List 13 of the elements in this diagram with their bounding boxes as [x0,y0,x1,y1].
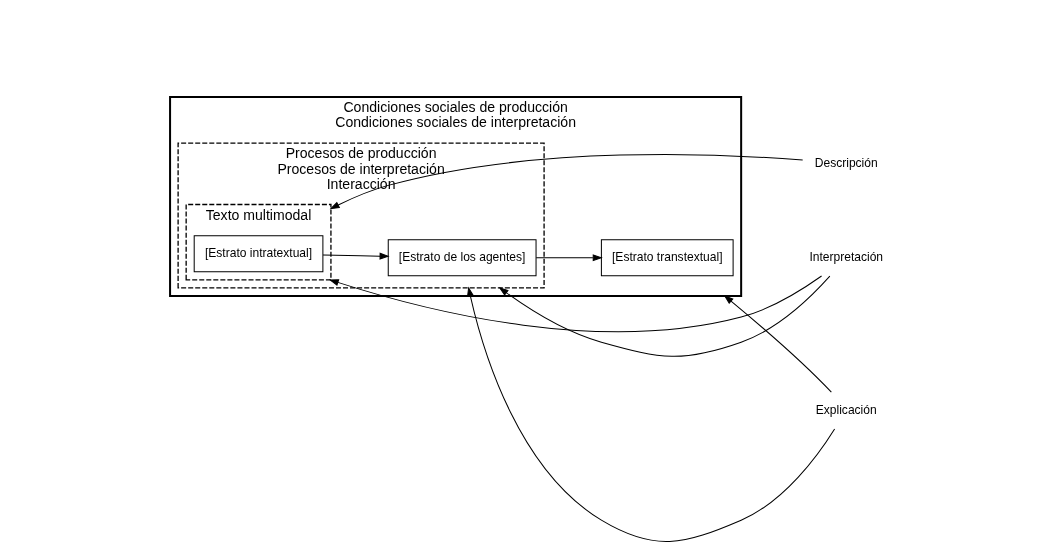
arrow [723,295,832,393]
arrow [498,275,831,357]
node-text: Descripción [814,156,878,171]
arrow [328,275,823,333]
arrow [329,153,804,210]
arrow [535,254,603,262]
node-text: Explicación [815,402,877,417]
node-box: [Estrato de los agentes] [387,239,537,277]
node-box: [Estrato transtextual] [600,239,734,277]
arrow [467,286,836,542]
node-text: Interpretación [809,249,884,264]
arrow [322,252,390,260]
node-box: [Estrato intratextual] [193,235,324,273]
